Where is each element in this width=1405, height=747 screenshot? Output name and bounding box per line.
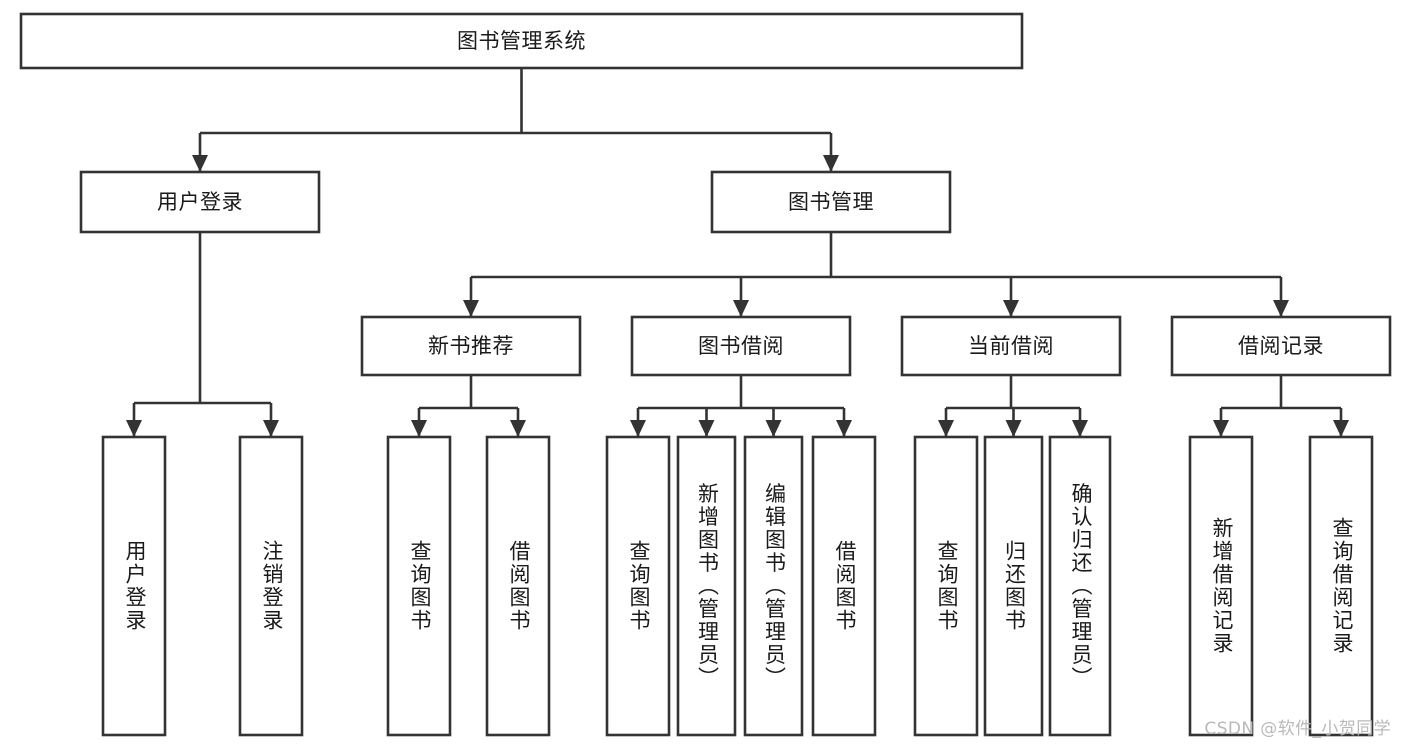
level2-node-box[interactable]	[710, 170, 952, 234]
leaf-node-box[interactable]	[743, 435, 804, 737]
arrow-head-icon	[836, 420, 852, 437]
arrow-head-icon	[1213, 420, 1229, 437]
arrow-head-icon	[765, 420, 782, 437]
arrow-head-icon	[1333, 420, 1349, 437]
level2-node-box[interactable]	[79, 170, 321, 234]
arrow-head-icon	[698, 420, 715, 437]
arrow-head-icon	[1273, 300, 1289, 317]
level2-node-label: 用户登录	[157, 190, 243, 214]
leaf-node-box[interactable]	[605, 435, 671, 737]
leaf-node-label: 用户登录	[123, 540, 147, 632]
level3-node-box[interactable]	[900, 315, 1122, 377]
leaf-node-12[interactable]: 新增借阅记录	[1188, 435, 1254, 737]
arrow-head-icon	[192, 155, 208, 172]
leaf-node-8[interactable]: 借阅图书	[811, 435, 877, 737]
leaf-node-box[interactable]	[238, 435, 304, 737]
leaf-node-11[interactable]: 确认归还（管理员）	[1048, 435, 1112, 737]
arrow-head-icon	[1005, 420, 1022, 437]
leaf-node-label: 查询图书	[408, 540, 432, 632]
leaf-node-label: 查询借阅记录	[1330, 517, 1354, 655]
arrow-head-icon	[938, 420, 954, 437]
level3-node-box[interactable]	[360, 315, 582, 377]
level3-node-box[interactable]	[1170, 315, 1392, 377]
root-node-1[interactable]: 图书管理系统	[19, 12, 1024, 70]
leaf-node-9[interactable]: 查询图书	[913, 435, 979, 737]
arrow-head-icon	[1003, 300, 1019, 317]
root-node-label: 图书管理系统	[457, 29, 586, 53]
level3-node-box[interactable]	[630, 315, 852, 377]
level2-node-2[interactable]: 图书管理	[710, 170, 952, 234]
connectors-layer	[126, 68, 1349, 437]
arrow-head-icon	[1072, 420, 1088, 437]
level3-node-label: 当前借阅	[968, 334, 1054, 358]
level3-node-1[interactable]: 新书推荐	[360, 315, 582, 377]
leaf-node-label: 新增借阅记录	[1210, 517, 1234, 655]
leaf-node-box[interactable]	[1048, 435, 1112, 737]
leaf-node-label: 新增图书（管理员）	[696, 483, 720, 690]
leaf-node-2[interactable]: 注销登录	[238, 435, 304, 737]
arrow-head-icon	[463, 300, 479, 317]
nodes-layer: 图书管理系统用户登录图书管理新书推荐图书借阅当前借阅借阅记录用户登录注销登录查询…	[19, 12, 1392, 737]
level3-node-label: 图书借阅	[698, 334, 784, 358]
leaf-node-3[interactable]: 查询图书	[386, 435, 452, 737]
leaf-node-7[interactable]: 编辑图书（管理员）	[743, 435, 804, 737]
level3-node-label: 借阅记录	[1238, 334, 1324, 358]
leaf-node-box[interactable]	[386, 435, 452, 737]
leaf-node-1[interactable]: 用户登录	[101, 435, 167, 737]
leaf-node-13[interactable]: 查询借阅记录	[1308, 435, 1374, 737]
leaf-node-4[interactable]: 借阅图书	[485, 435, 551, 737]
arrow-head-icon	[630, 420, 646, 437]
level3-node-3[interactable]: 当前借阅	[900, 315, 1122, 377]
leaf-node-box[interactable]	[983, 435, 1044, 737]
leaf-node-label: 注销登录	[260, 540, 284, 632]
leaf-node-5[interactable]: 查询图书	[605, 435, 671, 737]
leaf-node-label: 归还图书	[1003, 540, 1027, 632]
leaf-node-box[interactable]	[485, 435, 551, 737]
leaf-node-box[interactable]	[913, 435, 979, 737]
arrow-head-icon	[733, 300, 749, 317]
level2-node-1[interactable]: 用户登录	[79, 170, 321, 234]
leaf-node-label: 借阅图书	[507, 540, 531, 632]
leaf-node-box[interactable]	[101, 435, 167, 737]
arrow-head-icon	[126, 420, 142, 437]
level3-node-label: 新书推荐	[428, 334, 514, 358]
level3-node-2[interactable]: 图书借阅	[630, 315, 852, 377]
leaf-node-label: 借阅图书	[833, 540, 857, 632]
leaf-node-label: 查询图书	[627, 540, 651, 632]
leaf-node-10[interactable]: 归还图书	[983, 435, 1044, 737]
arrow-head-icon	[510, 420, 526, 437]
leaf-node-box[interactable]	[811, 435, 877, 737]
leaf-node-label: 编辑图书（管理员）	[763, 483, 787, 690]
root-node-box[interactable]	[19, 12, 1024, 70]
arrow-head-icon	[263, 420, 279, 437]
leaf-node-6[interactable]: 新增图书（管理员）	[676, 435, 737, 737]
level3-node-4[interactable]: 借阅记录	[1170, 315, 1392, 377]
leaf-node-box[interactable]	[1188, 435, 1254, 737]
leaf-node-box[interactable]	[676, 435, 737, 737]
leaf-node-box[interactable]	[1308, 435, 1374, 737]
arrow-head-icon	[411, 420, 427, 437]
leaf-node-label: 确认归还（管理员）	[1069, 483, 1093, 690]
leaf-node-label: 查询图书	[935, 540, 959, 632]
level2-node-label: 图书管理	[788, 190, 874, 214]
arrow-head-icon	[823, 155, 839, 172]
